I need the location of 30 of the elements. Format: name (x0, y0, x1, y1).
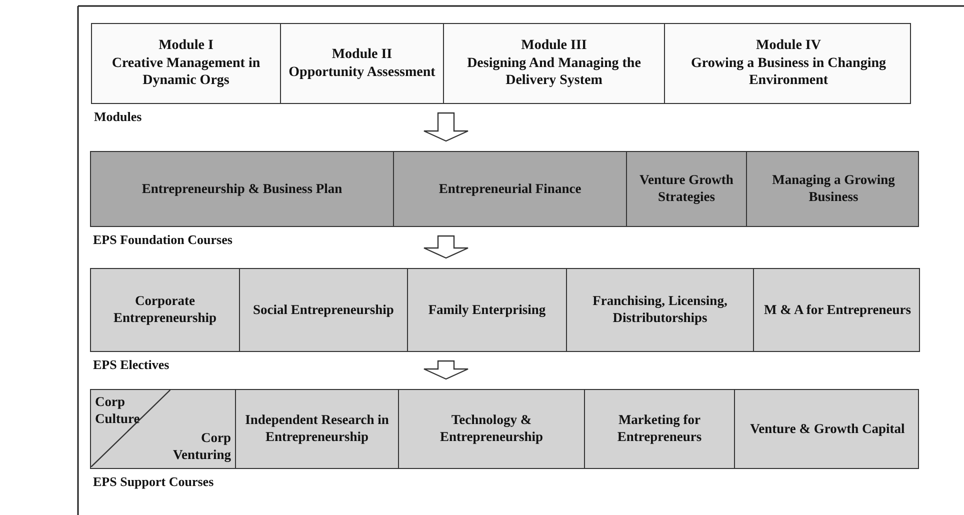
cell-text: Designing And Managing the Delivery System (466, 54, 642, 90)
module-title: Module IV (756, 37, 821, 55)
cell-text: Marketing for Entrepreneurs (616, 412, 703, 446)
block-arrow (423, 360, 469, 380)
cell-text: M & A for Entrepreneurs (764, 302, 911, 318)
module-title: Module II (332, 46, 392, 64)
module-title: Module III (521, 37, 587, 55)
cell-text: Franchising, Licensing, Distributorships (592, 293, 728, 327)
cell-text: Venture & Growth Capital (750, 420, 905, 438)
block-arrow (423, 112, 469, 142)
cell-text: Independent Research in Entrepreneurship (244, 412, 390, 446)
cell-text: Technology & Entrepreneurship (438, 412, 544, 446)
cell-text: Corp Venturing (172, 430, 231, 464)
cell-text: Opportunity Assessment (288, 64, 436, 81)
block-arrow (423, 235, 469, 259)
cell-text: Corp Culture (95, 394, 141, 428)
cell-text: Social Entrepreneurship (253, 302, 394, 318)
cell-text: Creative Management in Dynamic Orgs (110, 54, 262, 90)
cell-text: Family Enterprising (428, 302, 546, 318)
module-title: Module I (158, 37, 214, 55)
band-heading: Modules (94, 109, 142, 125)
cell-text: Entrepreneurial Finance (438, 180, 582, 198)
cell-text: Managing a Growing Business (771, 172, 896, 206)
cell-text: Corporate Entrepreneurship (112, 293, 218, 327)
cell-text: Venture Growth Strategies (638, 172, 734, 206)
band-heading: EPS Support Courses (93, 474, 214, 490)
cell-text: Growing a Business in Changing Environment (690, 54, 888, 90)
cell-text: Entrepreneurship & Business Plan (142, 180, 342, 198)
band-heading: EPS Electives (93, 357, 170, 373)
band-heading: EPS Foundation Courses (93, 232, 232, 248)
